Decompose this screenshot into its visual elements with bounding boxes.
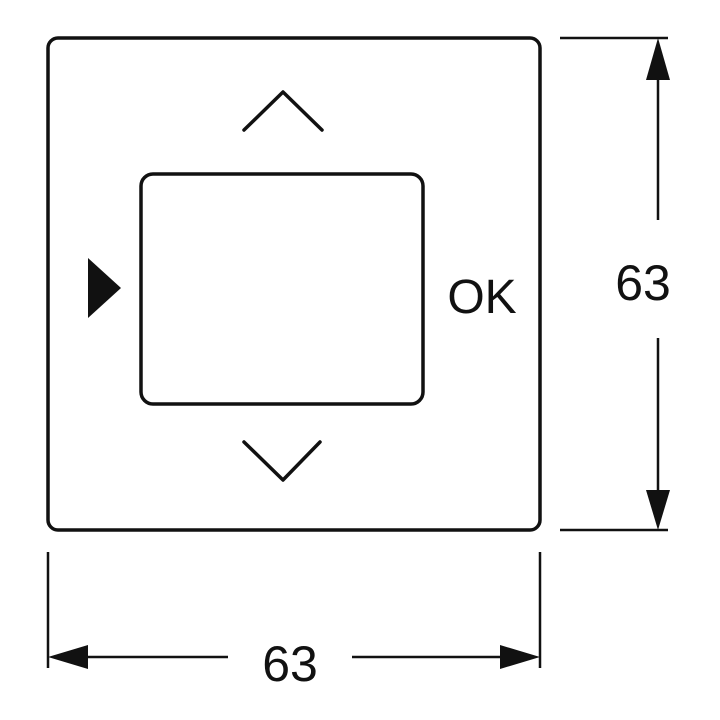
chevron-down-icon[interactable] <box>242 440 322 482</box>
width-arrow-right-icon <box>500 645 540 669</box>
height-dimension-label: 63 <box>615 255 671 311</box>
chevron-up-icon[interactable] <box>242 90 324 132</box>
faceplate-outline <box>46 36 542 532</box>
ok-button-label[interactable]: OK <box>447 271 516 324</box>
width-dimension-label: 63 <box>262 636 318 692</box>
height-arrow-down-icon <box>646 490 670 530</box>
height-arrow-up-icon <box>646 38 670 80</box>
display-screen <box>139 172 425 406</box>
triangle-right-icon[interactable] <box>88 258 121 318</box>
width-arrow-left-icon <box>48 645 88 669</box>
